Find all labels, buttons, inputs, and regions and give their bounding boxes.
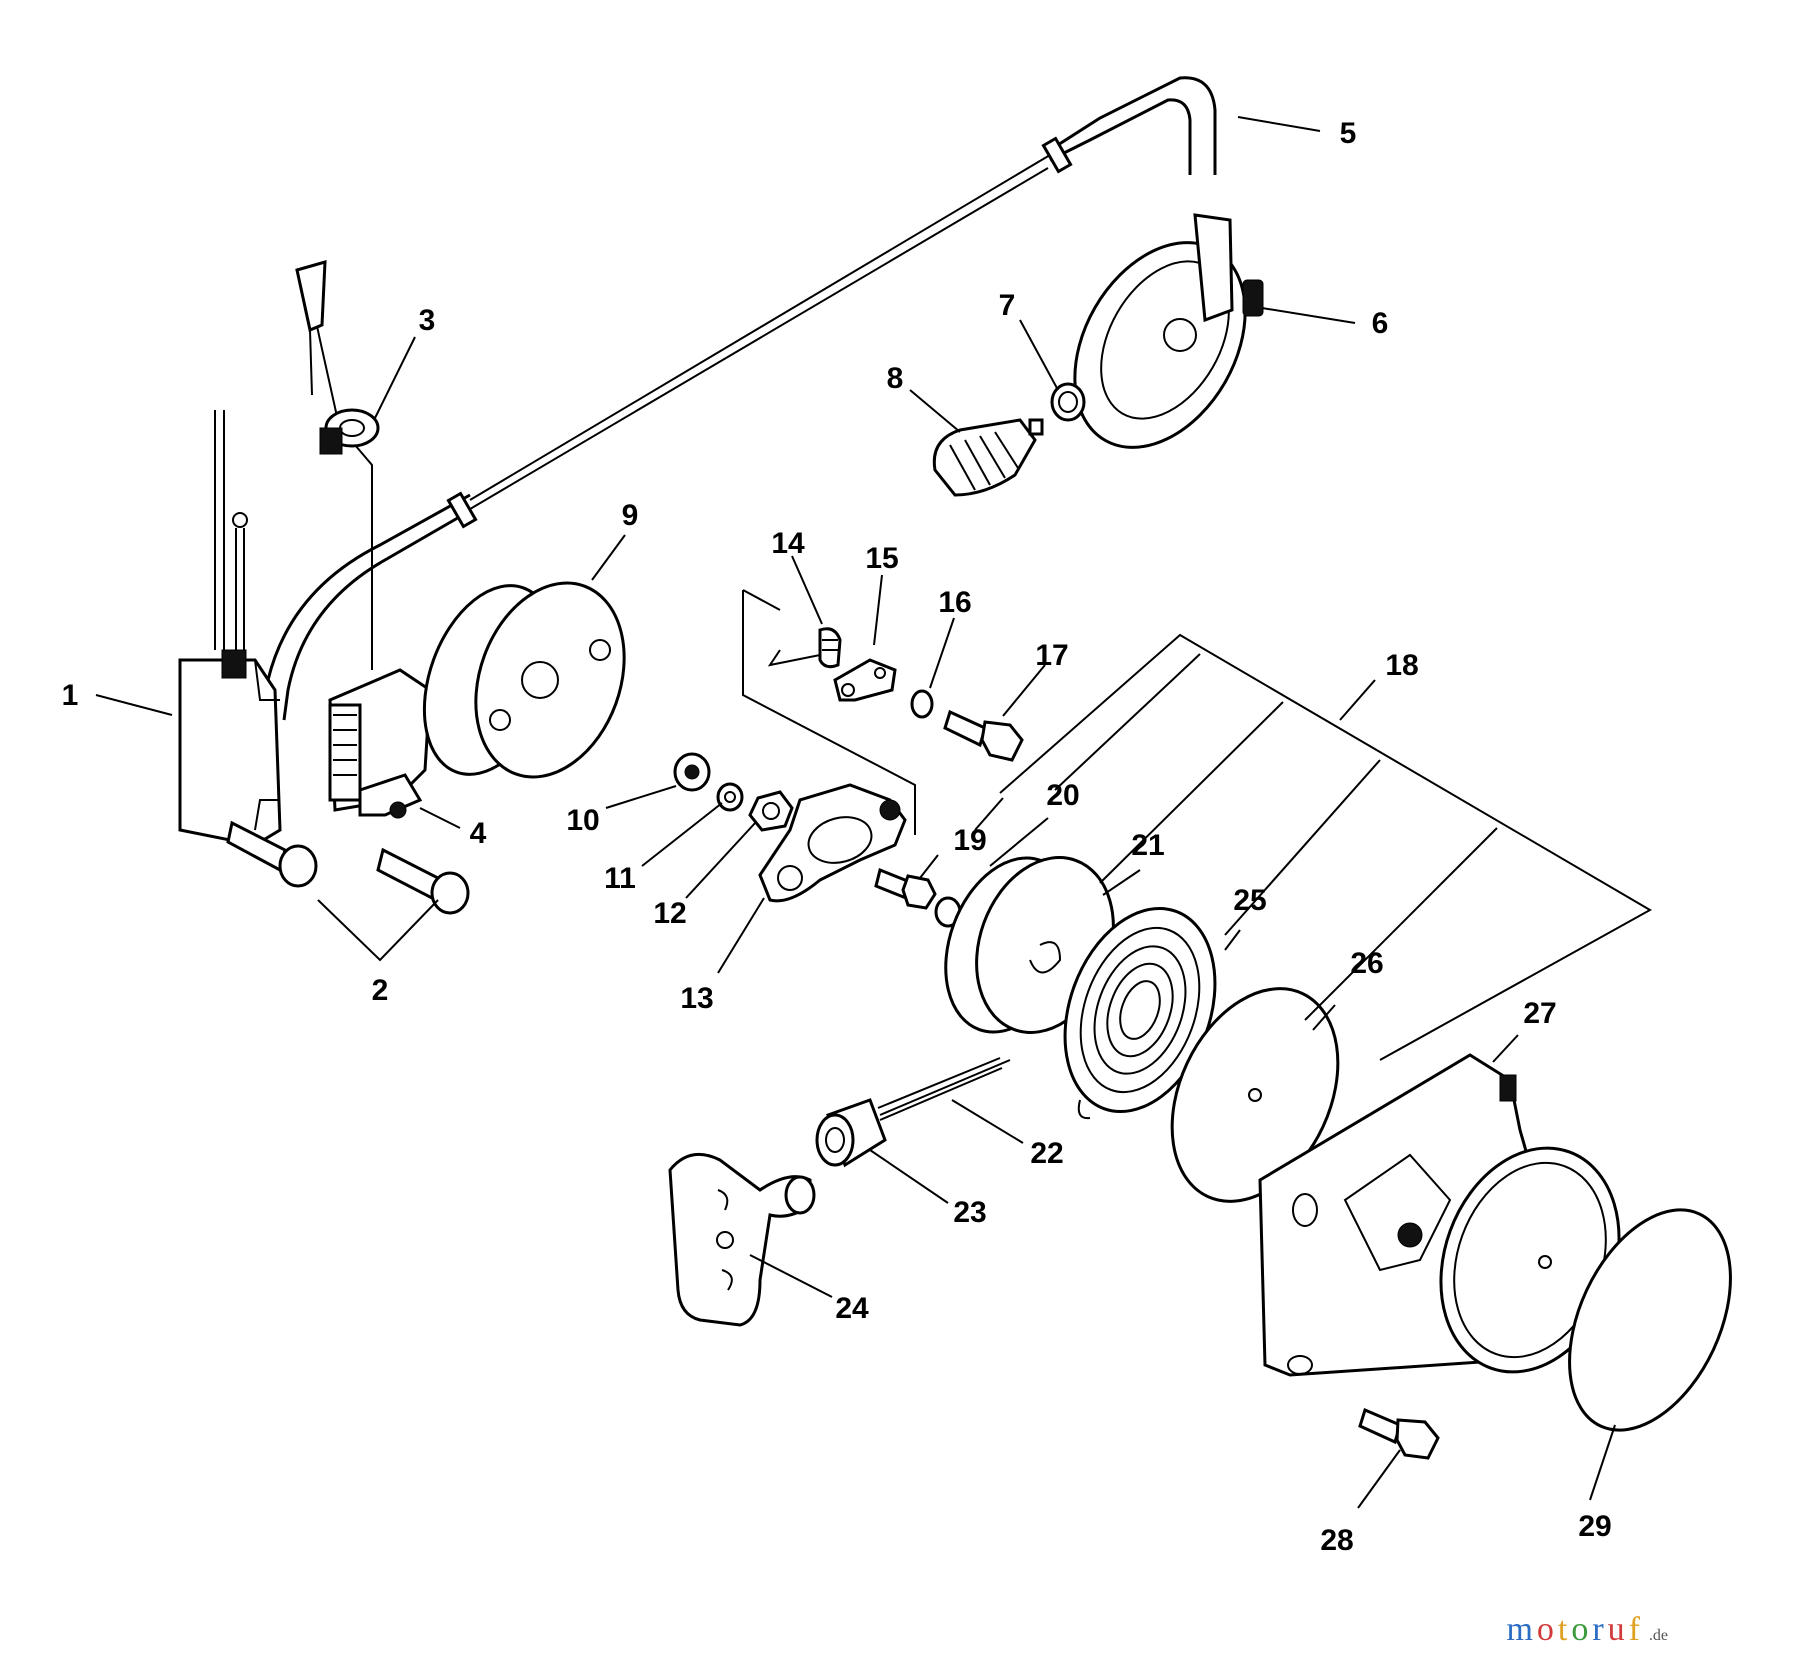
label-12: 12	[653, 897, 686, 930]
bolts-2	[226, 820, 470, 915]
cover-disc-29	[1568, 1208, 1732, 1432]
fuel-pickup-housing	[1073, 213, 1264, 449]
stop-switch-3	[295, 259, 380, 455]
label-10: 10	[566, 804, 599, 837]
handle-24	[668, 1152, 816, 1327]
wm-letter-6: f	[1629, 1611, 1641, 1648]
nut-12	[748, 790, 794, 832]
screw-17	[943, 709, 1024, 762]
label-21: 21	[1131, 829, 1164, 862]
label-14: 14	[771, 527, 805, 560]
label-17: 17	[1035, 639, 1068, 672]
label-20: 20	[1046, 779, 1079, 812]
label-4: 4	[470, 817, 487, 850]
wm-letter-3: o	[1571, 1611, 1588, 1648]
pawl-bracket-13	[758, 783, 907, 903]
label-15: 15	[865, 542, 898, 575]
pawl-15	[833, 658, 897, 702]
leader-lines	[95, 116, 1616, 1509]
washer-16	[910, 689, 934, 719]
washer-11	[716, 782, 744, 812]
label-27: 27	[1523, 997, 1556, 1030]
label-26: 26	[1350, 947, 1383, 980]
label-28: 28	[1320, 1524, 1353, 1557]
label-19: 19	[953, 824, 986, 857]
watermark-logo: m o t o r u f .de	[1506, 1611, 1668, 1648]
rope-22	[877, 1057, 1003, 1121]
recoil-spring-21	[1063, 906, 1217, 1120]
label-6: 6	[1372, 307, 1389, 340]
part-labels: 1 2 3 4 5 6 7 8 9 10 11 12 13 14 15 16 1…	[62, 117, 1612, 1557]
screw-19	[874, 867, 962, 928]
label-5: 5	[1340, 117, 1357, 150]
label-13: 13	[680, 982, 713, 1015]
label-29: 29	[1578, 1510, 1611, 1543]
label-7: 7	[999, 289, 1016, 322]
plate-26	[1170, 987, 1340, 1203]
label-11: 11	[604, 862, 636, 895]
washer-10	[673, 752, 711, 792]
module-4	[304, 269, 432, 819]
label-23: 23	[953, 1196, 986, 1229]
wm-letter-5: u	[1608, 1611, 1625, 1648]
label-22: 22	[1030, 1137, 1063, 1170]
wm-letter-4: r	[1592, 1611, 1604, 1648]
label-18: 18	[1385, 649, 1418, 682]
label-16: 16	[938, 586, 971, 619]
pawl-group-frame	[742, 589, 916, 835]
wm-suffix: .de	[1649, 1627, 1668, 1644]
wm-letter-1: o	[1537, 1611, 1554, 1648]
label-8: 8	[887, 362, 904, 395]
label-24: 24	[835, 1292, 869, 1325]
wm-letter-0: m	[1506, 1611, 1532, 1648]
bushing-23	[815, 1098, 887, 1168]
assembly-bracket-18	[999, 633, 1653, 1061]
fuel-line	[260, 76, 1217, 721]
bolt-28	[1358, 1407, 1440, 1460]
starter-housing-27	[1258, 1053, 1621, 1377]
wm-letter-2: t	[1558, 1611, 1568, 1648]
spring-7	[1050, 382, 1086, 422]
label-3: 3	[419, 304, 436, 337]
label-1: 1	[62, 679, 79, 712]
label-2: 2	[372, 974, 389, 1007]
label-9: 9	[622, 499, 639, 532]
svg-text:m o t o: m o t o r u f	[1506, 1611, 1640, 1648]
filter-8	[932, 418, 1044, 497]
flywheel-9	[422, 581, 626, 779]
label-25: 25	[1233, 884, 1266, 917]
spring-14	[767, 627, 842, 669]
ignition-coil-1	[178, 410, 282, 847]
